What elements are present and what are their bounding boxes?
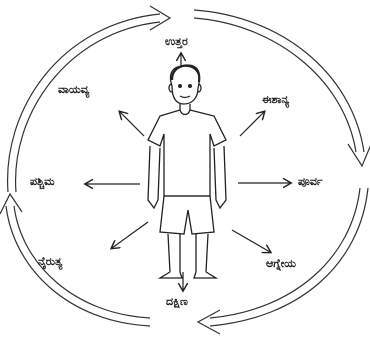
label-north: ಉತ್ತರ <box>165 36 188 47</box>
boy-hair <box>172 66 199 82</box>
arrow-northwest <box>120 112 144 136</box>
arrow-southeast <box>232 230 270 252</box>
arrow-northeast <box>240 112 264 136</box>
boy-left-arm <box>148 146 160 208</box>
label-west: ಪಶ್ಚಿಮ <box>30 176 55 187</box>
boy-right-leg <box>196 234 208 272</box>
circular-arrow-top-left <box>8 6 170 192</box>
circular-arrow-bottom-left <box>0 194 150 326</box>
boy-figure <box>148 66 226 278</box>
boy-left-leg <box>168 234 180 272</box>
arrow-southwest <box>112 222 148 248</box>
label-northwest: ವಾಯವ್ಯ <box>58 84 89 95</box>
label-northeast: ಈಶಾನ್ಯ <box>262 94 289 105</box>
label-southwest: ನೈರುತ್ಯ <box>38 256 62 267</box>
label-east: ಪೂರ್ವ <box>298 176 323 187</box>
boy-shorts <box>160 196 214 234</box>
label-southeast: ಆಗ್ನೇಯ <box>266 258 296 269</box>
direction-arrows <box>86 54 290 290</box>
label-south: ದಕ್ಷಿಣ <box>166 296 188 307</box>
boy-right-arm <box>214 146 226 208</box>
